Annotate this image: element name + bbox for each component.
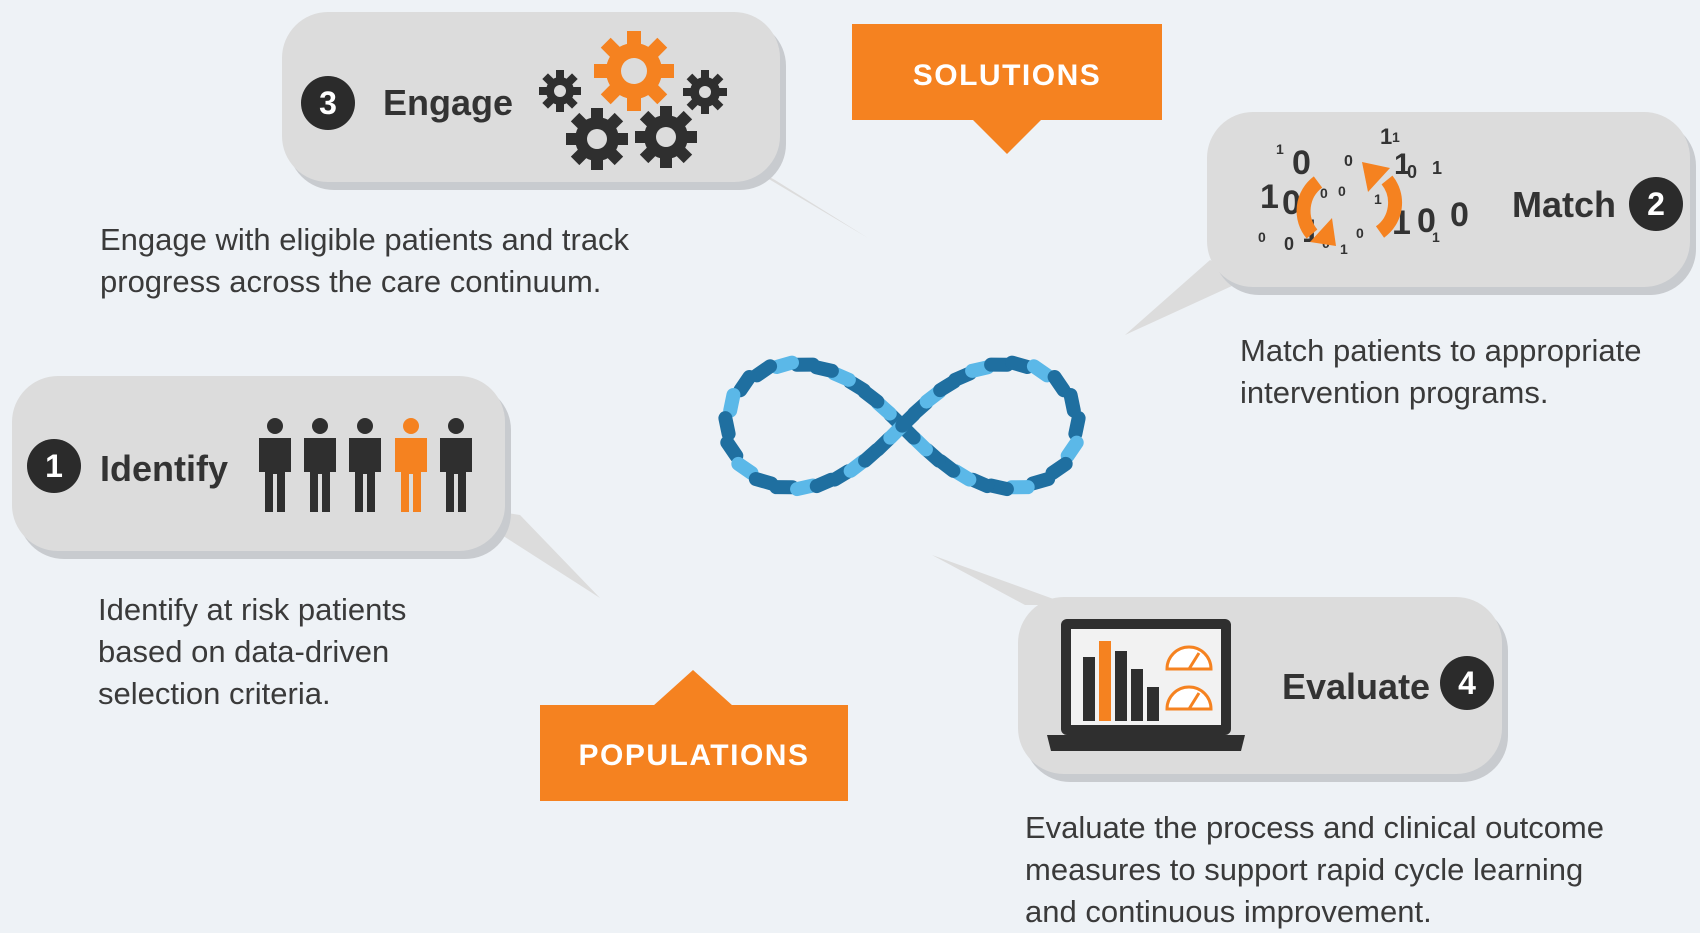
- loop-segment: [723, 387, 741, 418]
- loop-segment: [1063, 387, 1081, 418]
- binary-digit: 0: [1320, 185, 1328, 201]
- refresh-arrow-head-bottom: [1310, 218, 1336, 246]
- laptop-dashboard-icon: [1047, 619, 1245, 751]
- loop-segment: [733, 369, 757, 398]
- binary-digit: 0: [1284, 234, 1294, 254]
- loop-segment: [1068, 411, 1086, 441]
- loop-segment: [1047, 369, 1071, 398]
- evaluate-description: Evaluate the process and clinical outcom…: [1025, 807, 1604, 933]
- engage-description-line: progress across the care continuum.: [100, 264, 602, 299]
- identify-step-label: Identify: [100, 448, 229, 489]
- bar-chart-bar: [1131, 669, 1143, 721]
- person-icon: [349, 418, 381, 512]
- engage-step-label: Engage: [383, 82, 514, 123]
- binary-digit: 0: [1292, 144, 1311, 182]
- gear-bottom-right: [635, 106, 697, 168]
- refresh-arrows: [1296, 175, 1403, 239]
- solutions-tag-pointer: [971, 118, 1043, 154]
- person-icon: [440, 418, 472, 512]
- loop-segment: [720, 435, 744, 463]
- person-icon: [304, 418, 336, 512]
- identify-description: Identify at risk patients based on data-…: [98, 589, 406, 715]
- evaluate-bubble-tail: [932, 555, 1070, 605]
- binary-digit: 1: [1432, 229, 1440, 245]
- identify-description-line: Identify at risk patients: [98, 592, 407, 627]
- loop-segment: [769, 355, 799, 375]
- evaluate-description-line: measures to support rapid cycle learning: [1025, 852, 1584, 887]
- binary-digit: 0: [1450, 196, 1469, 234]
- people-group-icon: [259, 418, 472, 512]
- gear-small-right: [683, 70, 727, 114]
- evaluate-step-badge: 4: [1440, 656, 1494, 710]
- binary-digit: 0: [1344, 153, 1353, 170]
- match-description: Match patients to appropriate interventi…: [1240, 330, 1642, 414]
- match-step-badge: 2: [1629, 177, 1683, 231]
- speedometer-icon: [1165, 645, 1213, 711]
- binary-digit: 0: [1338, 183, 1346, 199]
- loop-segment: [1005, 355, 1035, 375]
- bar-chart-bar: [1147, 687, 1159, 721]
- binary-digit: 0: [1258, 229, 1266, 245]
- loop-segment: [749, 359, 778, 383]
- gear-bottom-left: [566, 108, 628, 170]
- binary-digit: 1: [1374, 191, 1382, 207]
- loop-segment: [718, 411, 736, 441]
- solutions-tag: SOLUTIONS: [852, 24, 1162, 120]
- person-highlighted-icon: [395, 418, 427, 512]
- gear-orange: [594, 31, 674, 111]
- binary-digit: 1: [1380, 124, 1392, 149]
- binary-digit: 1: [1392, 129, 1400, 145]
- refresh-arrow-head-top: [1362, 162, 1390, 192]
- evaluate-description-line: and continuous improvement.: [1025, 894, 1432, 929]
- binary-refresh-icon: 100111011000100010101010: [1258, 124, 1469, 257]
- identify-step-badge: 1: [27, 439, 81, 493]
- match-bubble-tail: [1125, 260, 1245, 335]
- identify-description-line: based on data-driven: [98, 634, 390, 669]
- match-step-label: Match: [1512, 184, 1617, 225]
- binary-digit: 1: [1432, 158, 1442, 178]
- identify-description-line: selection criteria.: [98, 676, 331, 711]
- evaluate-step-label: Evaluate: [1282, 666, 1431, 707]
- binary-digit: 0: [1407, 162, 1417, 182]
- match-description-line: intervention programs.: [1240, 375, 1549, 410]
- engage-description: Engage with eligible patients and track …: [100, 219, 629, 303]
- gears-icon: [539, 31, 727, 170]
- loop-segment: [1026, 359, 1055, 383]
- binary-digit: 1: [1260, 178, 1279, 216]
- laptop-base: [1047, 735, 1245, 751]
- bar-chart-bar: [1083, 657, 1095, 721]
- bar-chart-bar: [1115, 651, 1127, 721]
- binary-digit: 1: [1276, 141, 1284, 157]
- engage-step-badge: 3: [301, 76, 355, 130]
- binary-digit: 0: [1417, 202, 1436, 240]
- bar-chart-bar: [1099, 641, 1111, 721]
- binary-digit: 1: [1394, 148, 1411, 181]
- match-description-line: Match patients to appropriate: [1240, 333, 1642, 368]
- binary-digit: 0: [1282, 184, 1301, 222]
- binary-digit: 1: [1340, 241, 1348, 257]
- loop-segment: [1060, 435, 1084, 463]
- binary-digit: 0: [1356, 225, 1364, 241]
- evaluate-description-line: Evaluate the process and clinical outcom…: [1025, 810, 1604, 845]
- match-bubble: [1207, 112, 1690, 287]
- populations-tag: POPULATIONS: [540, 705, 848, 801]
- populations-tag-pointer: [653, 670, 733, 706]
- engage-description-line: Engage with eligible patients and track: [100, 222, 630, 257]
- person-icon: [259, 418, 291, 512]
- gear-small-left: [539, 70, 581, 112]
